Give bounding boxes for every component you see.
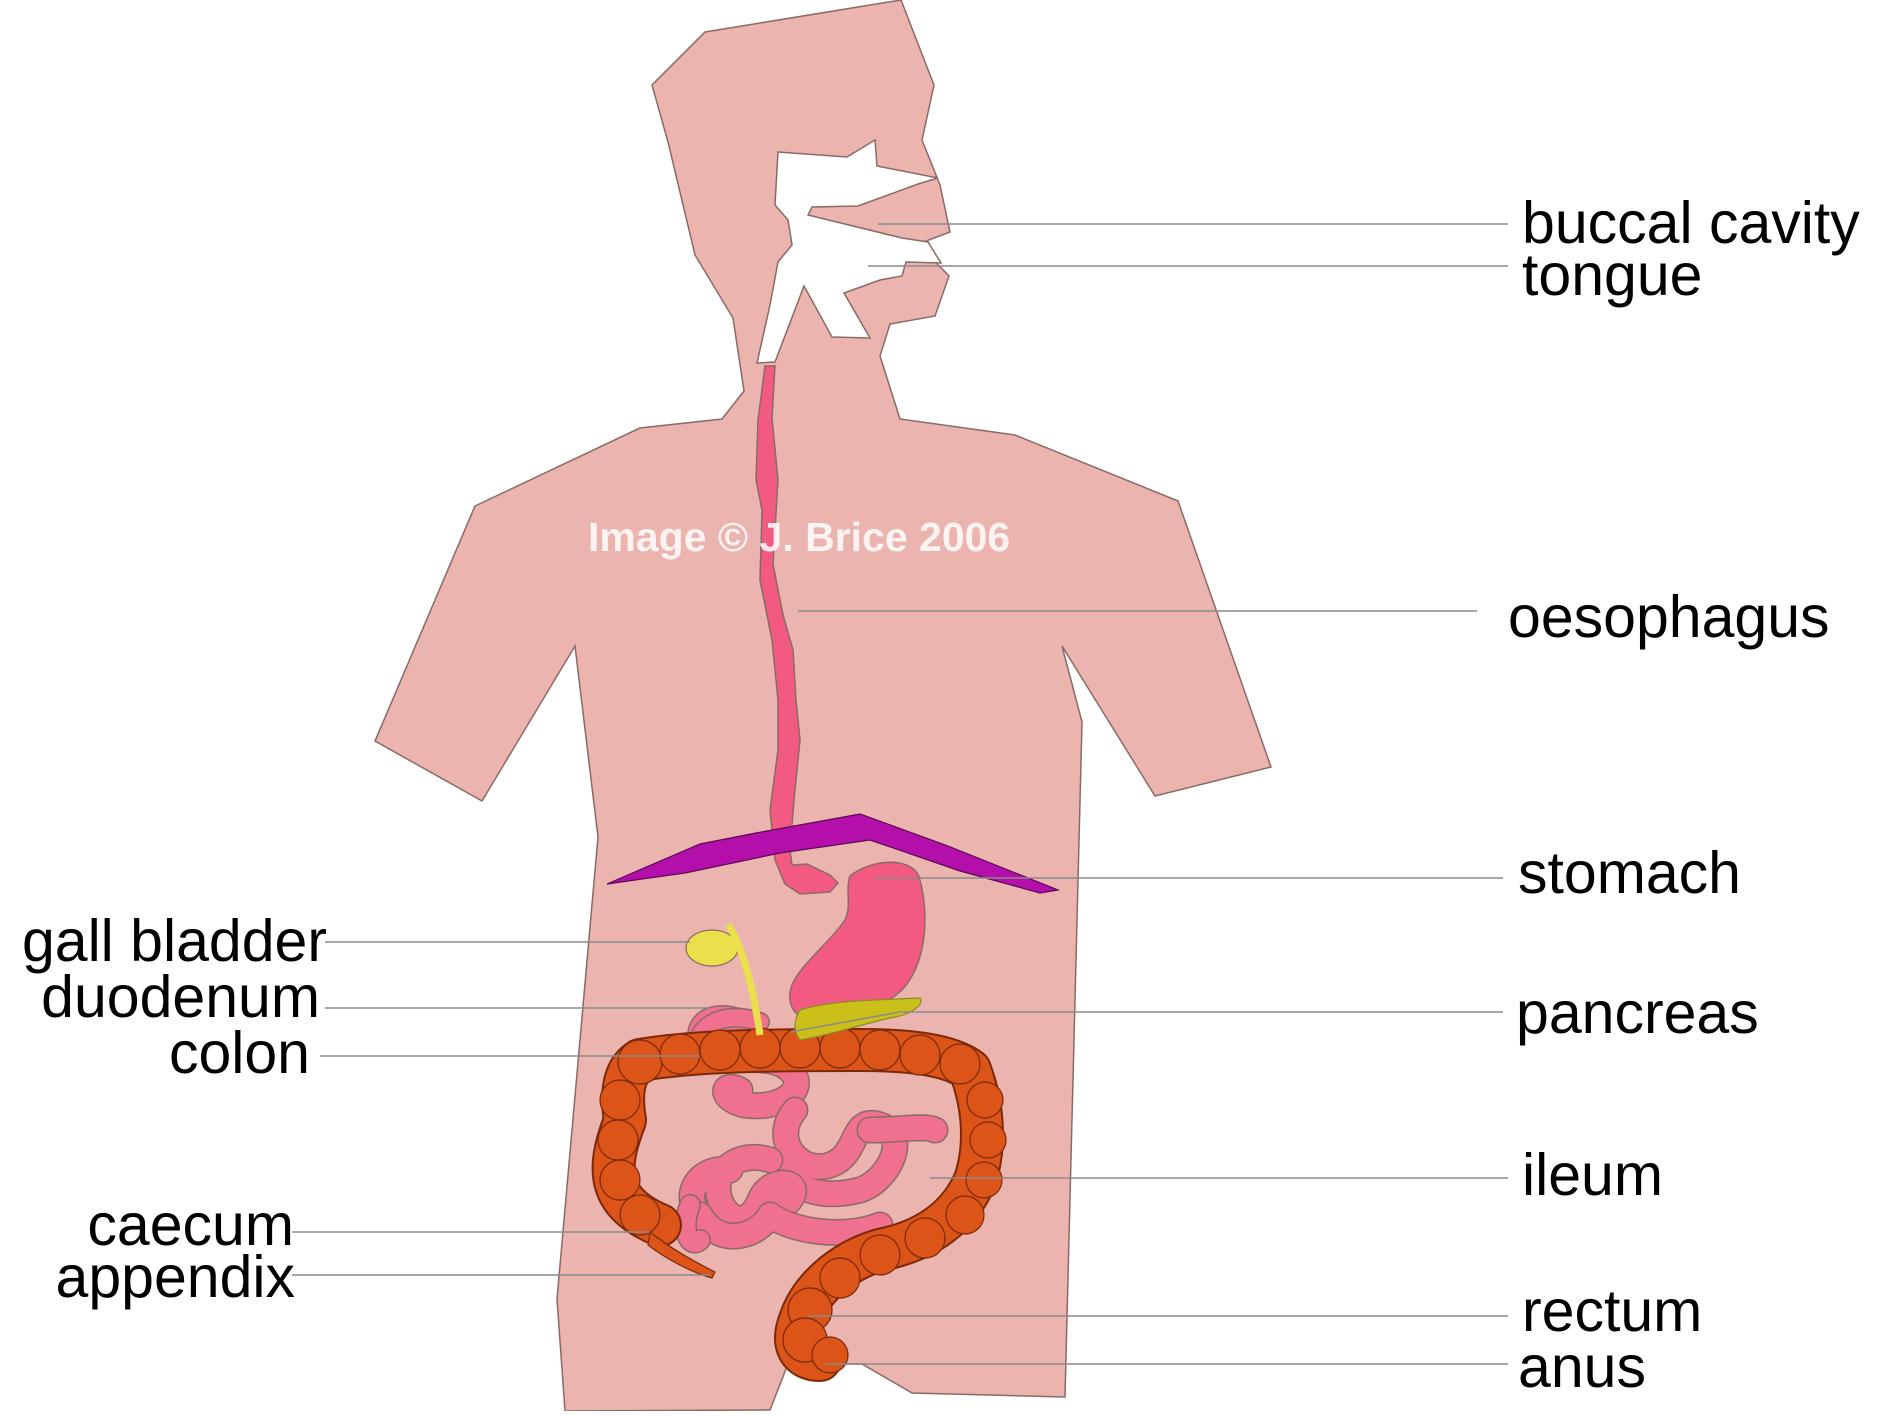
label-stomach: stomach [1518,840,1741,906]
gall-bladder-shape [685,929,739,967]
diaphragm-shape [606,813,1061,894]
oesophagus-shape [755,365,840,895]
label-rectum: rectum [1522,1278,1703,1344]
buccal-cavity-shape [756,138,943,364]
label-anus: anus [1518,1334,1646,1400]
label-appendix: appendix [55,1244,296,1310]
label-gall-bladder: gall bladder [21,908,327,974]
label-tongue: tongue [1522,242,1703,308]
leader-lines [292,223,1508,1365]
appendix-shape [647,1230,716,1279]
label-oesophagus: oesophagus [1508,584,1830,650]
label-duodenum: duodenum [41,964,320,1030]
label-buccal-cavity: buccal cavity [1522,190,1860,256]
label-colon: colon [168,1020,310,1086]
copyright-watermark: Image © J. Brice 2006 [588,514,1011,560]
label-caecum: caecum [87,1192,294,1258]
label-ileum: ileum [1522,1142,1663,1208]
bile-duct-shape [725,922,764,1036]
colon-haustra [597,1027,1007,1374]
leader-line-pancreas [789,1011,901,1033]
label-pancreas: pancreas [1516,980,1759,1046]
